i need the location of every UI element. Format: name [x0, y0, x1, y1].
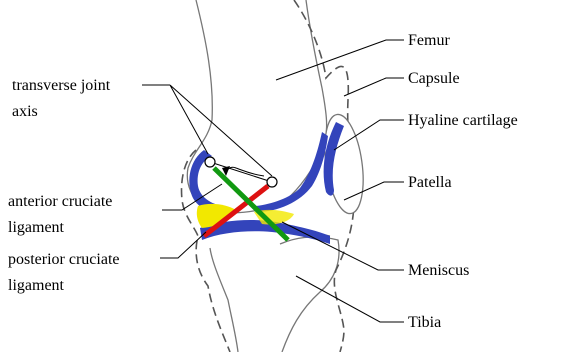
label-tibia: Tibia	[408, 313, 441, 333]
label-patella: Patella	[408, 173, 452, 193]
capsule-outline-posterior	[182, 150, 230, 352]
label-meniscus: Meniscus	[408, 261, 469, 281]
tibia-outline	[210, 237, 339, 352]
label-hyaline-cartilage: Hyaline cartilage	[408, 111, 518, 131]
label-transverse-axis-1: transverse joint	[12, 76, 110, 96]
leader-femur	[276, 40, 404, 80]
label-femur: Femur	[408, 31, 450, 51]
label-transverse-axis-2: axis	[12, 102, 38, 122]
label-anterior-cruciate-1: anterior cruciate	[8, 192, 112, 212]
label-capsule: Capsule	[408, 69, 460, 89]
leader-posterior-cruciate	[160, 232, 206, 258]
label-posterior-cruciate-1: posterior cruciate	[8, 250, 120, 270]
leader-capsule	[344, 78, 404, 96]
label-anterior-cruciate-2: ligament	[8, 218, 64, 238]
label-posterior-cruciate-2: ligament	[8, 276, 64, 296]
axis-point-anterior	[267, 177, 277, 187]
axis-point-posterior	[205, 157, 215, 167]
